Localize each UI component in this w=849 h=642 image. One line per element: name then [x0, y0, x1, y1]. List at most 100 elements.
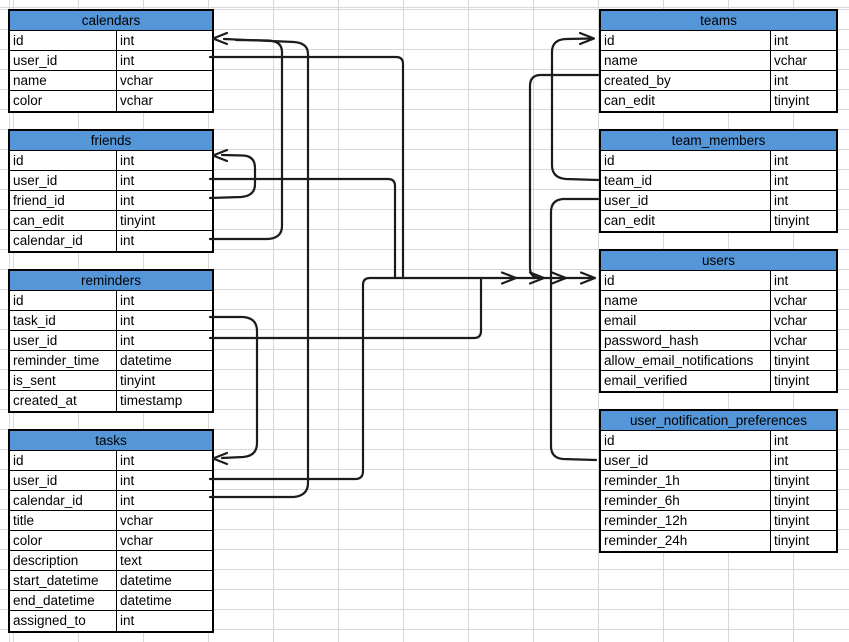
field-type-cell[interactable]: int	[774, 453, 789, 468]
field-type-cell[interactable]: tinyint	[120, 373, 156, 388]
field-type-cell[interactable]: tinyint	[774, 353, 810, 368]
table-title[interactable]: friends	[10, 131, 212, 151]
field-name-cell[interactable]: name	[601, 51, 771, 70]
field-type-cell[interactable]: int	[120, 493, 135, 508]
field-type-cell[interactable]: int	[120, 313, 135, 328]
field-type-cell[interactable]: datetime	[120, 593, 172, 608]
field-type-cell[interactable]: tinyint	[774, 373, 810, 388]
field-name-cell[interactable]: user_id	[10, 51, 117, 70]
field-name-cell[interactable]: task_id	[10, 311, 117, 330]
field-name-cell[interactable]: user_id	[601, 191, 771, 210]
table-title[interactable]: teams	[601, 11, 836, 31]
field-type-cell[interactable]: vchar	[774, 333, 808, 348]
field-type-cell[interactable]: int	[120, 153, 135, 168]
field-type-cell[interactable]: tinyint	[774, 493, 810, 508]
field-type-cell[interactable]: vchar	[120, 73, 154, 88]
connector-reminders-task_id-to-tasks-id[interactable]	[208, 315, 259, 460]
field-name-cell[interactable]: user_id	[10, 331, 117, 350]
table-title[interactable]: users	[601, 251, 836, 271]
field-name-cell[interactable]: id	[10, 451, 117, 470]
field-type-cell[interactable]: int	[774, 433, 789, 448]
field-type-cell[interactable]: tinyint	[120, 213, 156, 228]
field-type-cell[interactable]: int	[120, 193, 135, 208]
field-name-cell[interactable]: is_sent	[10, 371, 117, 390]
field-name-cell[interactable]: color	[10, 531, 117, 550]
field-type-cell[interactable]: int	[120, 613, 135, 628]
field-name-cell[interactable]: id	[601, 271, 771, 290]
field-name-cell[interactable]: id	[10, 151, 117, 170]
field-name-cell[interactable]: reminder_24h	[601, 531, 771, 551]
field-name-cell[interactable]: name	[601, 291, 771, 310]
field-type-cell[interactable]: int	[774, 153, 789, 168]
table-title[interactable]: reminders	[10, 271, 212, 291]
field-name-cell[interactable]: reminder_6h	[601, 491, 771, 510]
connector-tasks-calendar_id-to-calendars-id[interactable]	[208, 37, 310, 499]
connector-tasks-user_id-to-users-id[interactable]	[208, 276, 594, 481]
field-name-cell[interactable]: calendar_id	[10, 231, 117, 251]
field-type-cell[interactable]: vchar	[120, 513, 154, 528]
field-name-cell[interactable]: team_id	[601, 171, 771, 190]
connector-team_members-user_id-to-users-id[interactable]	[549, 197, 600, 280]
connector-friends-user_id-to-users-id[interactable]	[208, 177, 397, 280]
field-type-cell[interactable]: text	[120, 553, 142, 568]
table-title[interactable]: user_notification_preferences	[601, 411, 836, 431]
field-name-cell[interactable]: id	[10, 31, 117, 50]
field-name-cell[interactable]: calendar_id	[10, 491, 117, 510]
field-type-cell[interactable]: int	[120, 53, 135, 68]
field-name-cell[interactable]: id	[601, 431, 771, 450]
field-type-cell[interactable]: timestamp	[120, 393, 183, 408]
field-name-cell[interactable]: description	[10, 551, 117, 570]
connector-team_members-team_id-to-teams-id[interactable]	[550, 37, 600, 182]
table-title[interactable]: team_members	[601, 131, 836, 151]
connector-friends-friend_id-to-friends-id[interactable]	[208, 153, 257, 200]
field-name-cell[interactable]: title	[10, 511, 117, 530]
field-name-cell[interactable]: reminder_time	[10, 351, 117, 370]
field-name-cell[interactable]: reminder_1h	[601, 471, 771, 490]
field-type-cell[interactable]: datetime	[120, 353, 172, 368]
connector-teams-created_by-to-users-id[interactable]	[528, 73, 600, 280]
field-name-cell[interactable]: can_edit	[601, 211, 771, 231]
field-name-cell[interactable]: color	[10, 91, 117, 111]
field-name-cell[interactable]: assigned_to	[10, 611, 117, 631]
field-name-cell[interactable]: user_id	[10, 471, 117, 490]
field-type-cell[interactable]: vchar	[774, 293, 808, 308]
field-name-cell[interactable]: can_edit	[10, 211, 117, 230]
field-type-cell[interactable]: int	[120, 233, 135, 248]
field-name-cell[interactable]: password_hash	[601, 331, 771, 350]
field-name-cell[interactable]: id	[10, 291, 117, 310]
field-type-cell[interactable]: tinyint	[774, 513, 810, 528]
field-type-cell[interactable]: int	[774, 73, 789, 88]
connector-user_notification_preferences-user_id-to-users-id[interactable]	[549, 276, 598, 462]
field-type-cell[interactable]: int	[120, 173, 135, 188]
field-name-cell[interactable]: start_datetime	[10, 571, 117, 590]
field-type-cell[interactable]: int	[774, 193, 789, 208]
field-name-cell[interactable]: user_id	[10, 171, 117, 190]
field-name-cell[interactable]: reminder_12h	[601, 511, 771, 530]
field-type-cell[interactable]: int	[120, 33, 135, 48]
field-type-cell[interactable]: int	[120, 333, 135, 348]
field-name-cell[interactable]: email	[601, 311, 771, 330]
field-type-cell[interactable]: tinyint	[774, 213, 810, 228]
field-name-cell[interactable]: id	[601, 151, 771, 170]
field-name-cell[interactable]: created_by	[601, 71, 771, 90]
field-type-cell[interactable]: tinyint	[774, 93, 810, 108]
connector-friends-calendar_id-to-calendars-id[interactable]	[208, 38, 284, 241]
field-type-cell[interactable]: vchar	[774, 313, 808, 328]
field-name-cell[interactable]: friend_id	[10, 191, 117, 210]
field-type-cell[interactable]: vchar	[774, 53, 808, 68]
field-name-cell[interactable]: user_id	[601, 451, 771, 470]
field-name-cell[interactable]: email_verified	[601, 371, 771, 391]
field-type-cell[interactable]: int	[774, 273, 789, 288]
field-type-cell[interactable]: vchar	[120, 93, 154, 108]
table-title[interactable]: calendars	[10, 11, 212, 31]
field-type-cell[interactable]: datetime	[120, 573, 172, 588]
field-name-cell[interactable]: name	[10, 71, 117, 90]
